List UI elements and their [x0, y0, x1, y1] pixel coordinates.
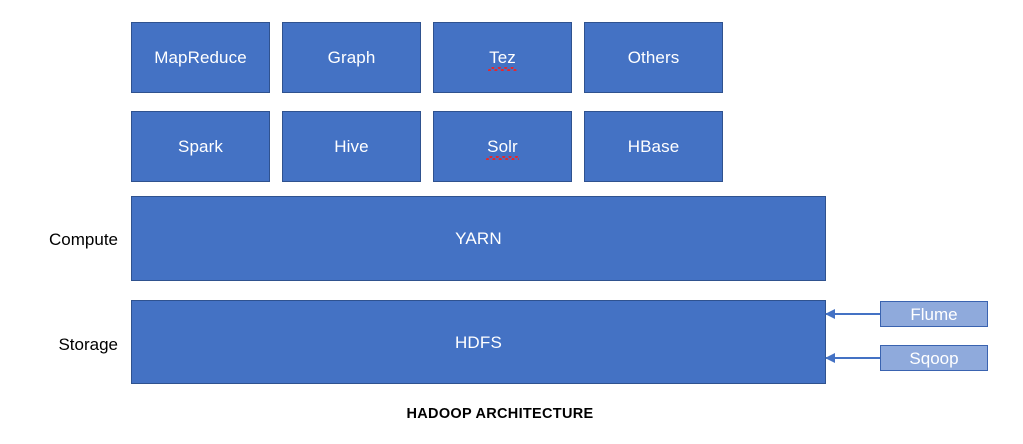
- component-label: Tez: [488, 48, 517, 71]
- component-label: Solr: [486, 137, 519, 160]
- tier-label-storage: Storage: [58, 335, 118, 354]
- ingest-box-flume[interactable]: Flume: [880, 301, 988, 327]
- arrow-sqoop-to-hdfs: [826, 357, 880, 359]
- component-box-hive[interactable]: Hive: [282, 111, 421, 182]
- ingest-label: Sqoop: [909, 348, 959, 368]
- component-label: HBase: [627, 137, 680, 156]
- tier-label-compute: Compute: [49, 230, 118, 249]
- layer-bar-label: HDFS: [454, 332, 503, 352]
- layer-bar-hdfs[interactable]: HDFS: [131, 300, 826, 384]
- component-label: Graph: [327, 48, 376, 67]
- component-box-tez[interactable]: Tez: [433, 22, 572, 93]
- ingest-label: Flume: [910, 304, 958, 324]
- arrow-flume-to-hdfs: [826, 313, 880, 315]
- diagram-caption: HADOOP ARCHITECTURE: [406, 406, 594, 422]
- component-box-hbase[interactable]: HBase: [584, 111, 723, 182]
- component-label: Spark: [178, 137, 223, 156]
- layer-bar-label: YARN: [455, 229, 502, 248]
- component-label: MapReduce: [154, 48, 247, 67]
- component-box-mapreduce[interactable]: MapReduce: [131, 22, 270, 93]
- ingest-box-sqoop[interactable]: Sqoop: [880, 345, 988, 371]
- layer-bar-yarn[interactable]: YARN: [131, 196, 826, 281]
- component-box-others[interactable]: Others: [584, 22, 723, 93]
- component-label: Hive: [334, 137, 369, 156]
- component-box-graph[interactable]: Graph: [282, 22, 421, 93]
- component-box-solr[interactable]: Solr: [433, 111, 572, 182]
- component-box-spark[interactable]: Spark: [131, 111, 270, 182]
- component-label: Others: [627, 48, 680, 67]
